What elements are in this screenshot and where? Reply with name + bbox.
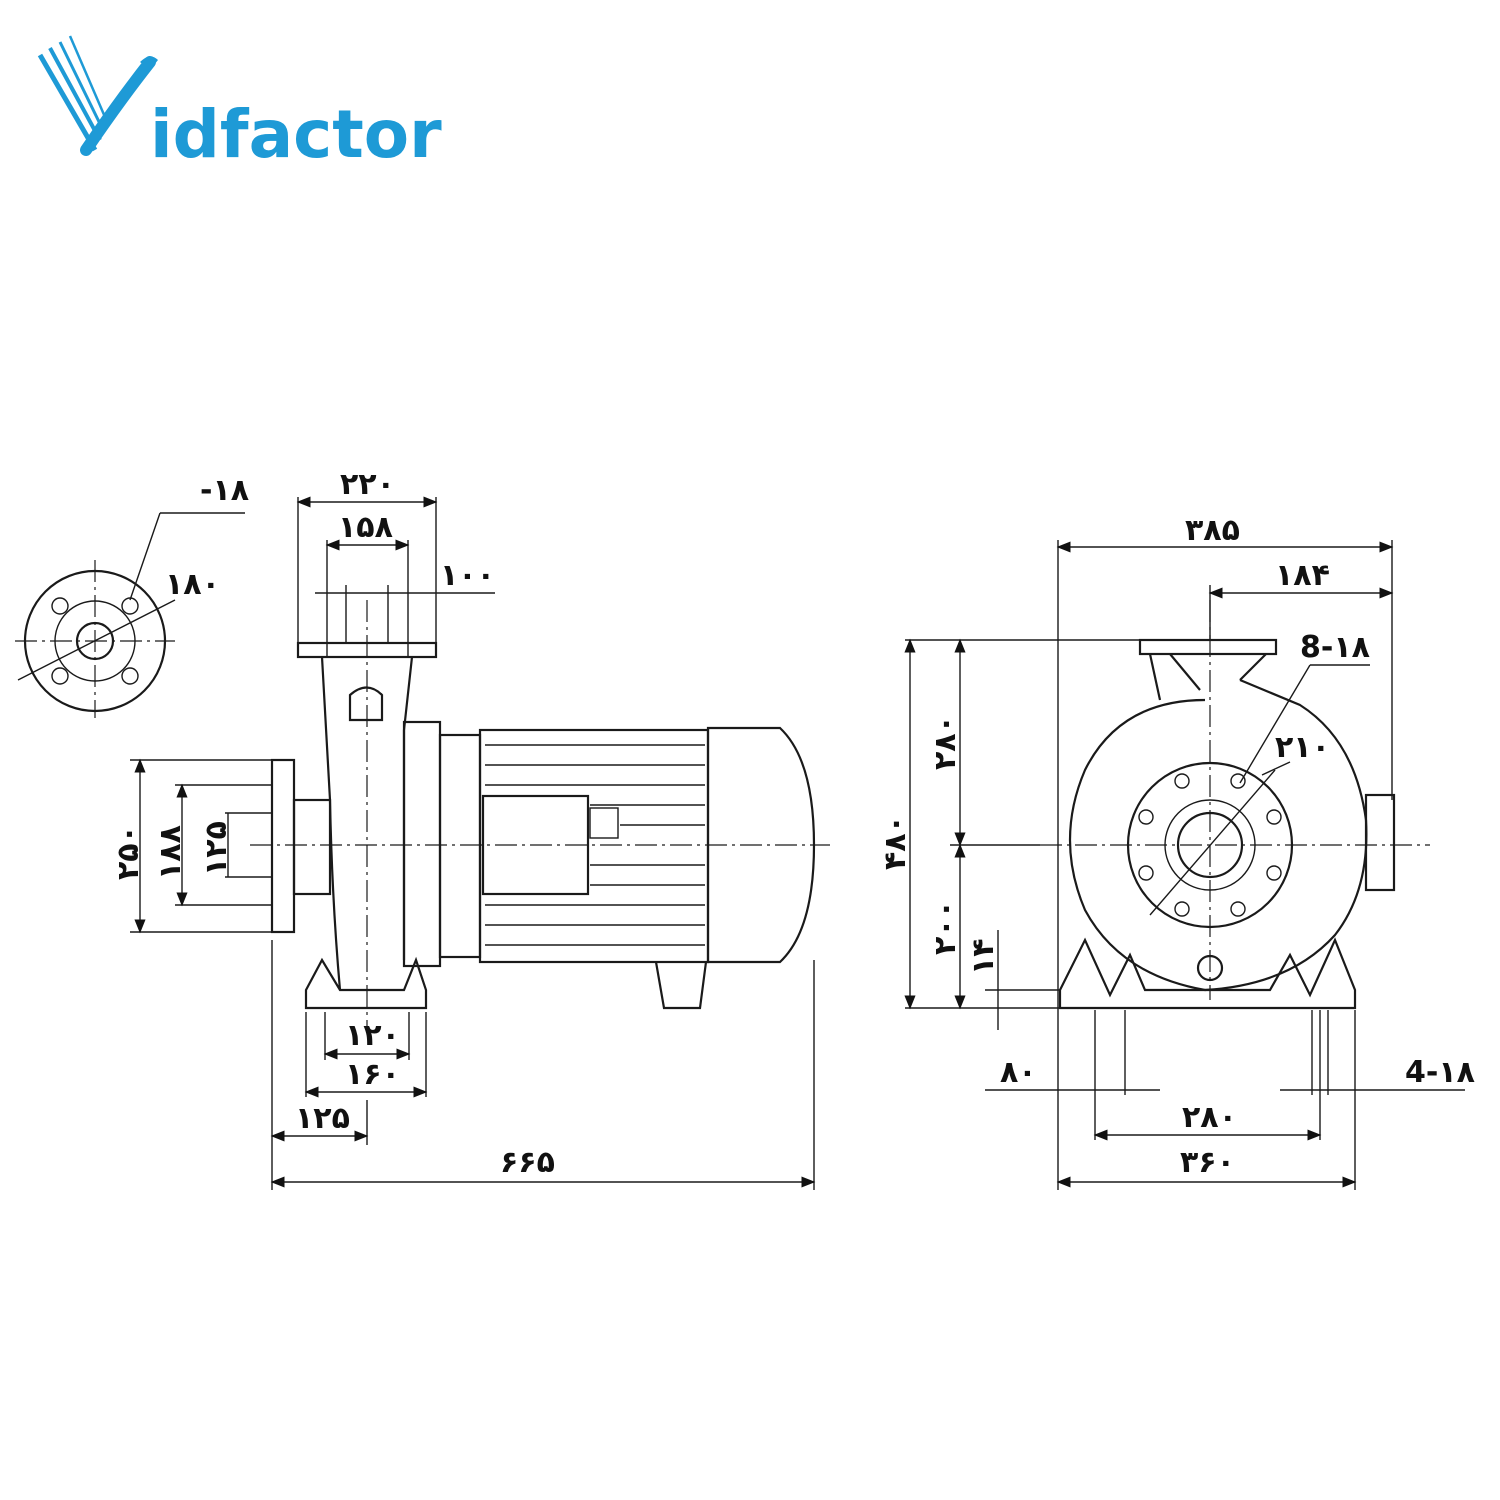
dim-outlet-offset: ۱۸۴ — [1275, 558, 1330, 593]
dim-overall-width: ۳۸۵ — [1185, 513, 1240, 548]
logo-feather-icon — [37, 35, 158, 156]
dim-outlet-pcd: ۲۱۰ — [1275, 730, 1330, 765]
dim-outlet-pcd: ۱۵۸ — [338, 510, 393, 545]
dim-upper-height: ۲۸۰ — [928, 715, 963, 770]
dim-overall-length: ۶۶۵ — [500, 1145, 555, 1180]
dim-bolt-spacing: ۲۸۰ — [1182, 1100, 1237, 1135]
dim-base-width: ۳۶۰ — [1180, 1145, 1235, 1180]
front-view-dimension-lines — [904, 540, 1465, 1190]
dim-foot-inner: ۱۲۰ — [345, 1018, 400, 1053]
dim-base-thickness: ۱۴ — [966, 938, 1001, 975]
dim-inlet-flange-dia: ۲۵۰ — [111, 825, 146, 880]
logo-text: idfactor — [150, 96, 442, 173]
pump-front-view — [1040, 600, 1430, 1010]
dim-bolt-holes: 4-۱۸ — [1405, 1055, 1475, 1090]
dim-shaft-height: ۲۰۰ — [928, 900, 963, 955]
dim-outlet-holes: 8-۱۸ — [1300, 630, 1370, 665]
dim-foot-outer: ۱۶۰ — [345, 1057, 400, 1092]
flange-pcd-label: ۱۸۰ — [165, 567, 220, 602]
dim-inlet-bore: ۱۲۵ — [199, 821, 234, 876]
dim-inlet-offset: ۱۲۵ — [295, 1101, 350, 1136]
dim-outlet-bore: ۱۰۰ — [440, 558, 495, 593]
flange-holes-label: -۱۸ — [200, 473, 249, 508]
pump-side-view — [250, 600, 830, 1030]
dim-inlet-pcd: ۱۸۸ — [153, 825, 188, 880]
flange-detail-view — [15, 512, 245, 718]
side-view-dimension-lines — [130, 496, 816, 1190]
dim-overall-height: ۴۸۰ — [878, 815, 913, 870]
vidfactor-logo: idfactor — [37, 35, 442, 173]
dim-outlet-flange-width: ۲۲۰ — [340, 467, 395, 502]
dim-foot-width: ۸۰ — [1000, 1055, 1037, 1090]
